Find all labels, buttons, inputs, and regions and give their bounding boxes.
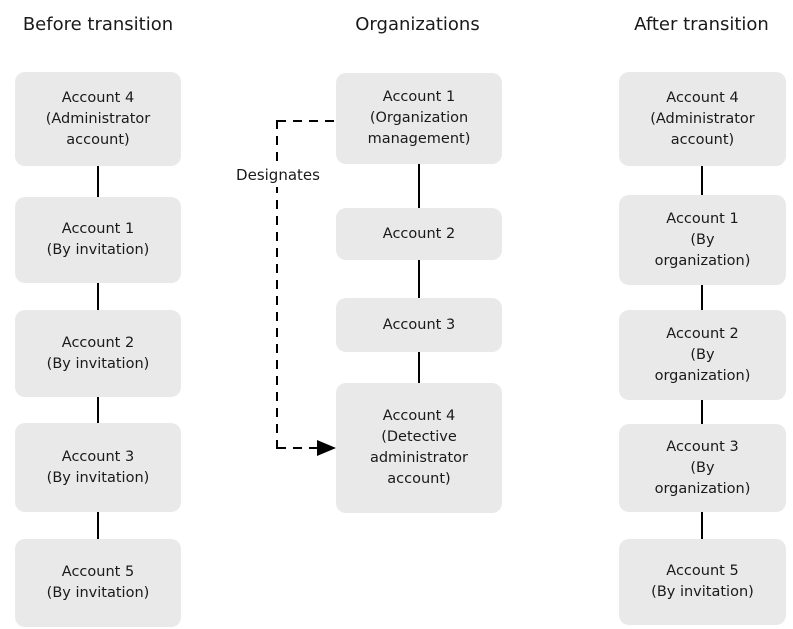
node-org-account-2: Account 2 bbox=[336, 208, 502, 260]
column-title-before-transition: Before transition bbox=[22, 14, 174, 35]
connector-line bbox=[97, 512, 99, 539]
column-title-after-transition: After transition bbox=[634, 14, 769, 35]
node-before-account-1: Account 1 (By invitation) bbox=[15, 197, 181, 283]
node-after-account-5: Account 5 (By invitation) bbox=[619, 539, 786, 625]
node-after-account-4: Account 4 (Administrator account) bbox=[619, 72, 786, 166]
connector-line bbox=[418, 260, 420, 298]
arrowhead-icon bbox=[317, 440, 336, 456]
connector-line bbox=[701, 285, 703, 310]
column-title-organizations: Organizations bbox=[355, 14, 480, 35]
connector-line bbox=[701, 166, 703, 195]
connector-line bbox=[97, 166, 99, 197]
connector-line bbox=[97, 283, 99, 310]
connector-line bbox=[701, 512, 703, 539]
connector-line bbox=[418, 164, 420, 208]
node-org-account-3: Account 3 bbox=[336, 298, 502, 352]
node-after-account-2: Account 2 (By organization) bbox=[619, 310, 786, 400]
designates-dashed-line-vertical bbox=[276, 120, 278, 449]
node-after-account-3: Account 3 (By organization) bbox=[619, 424, 786, 512]
node-before-account-2: Account 2 (By invitation) bbox=[15, 310, 181, 397]
connector-line bbox=[97, 397, 99, 423]
node-before-account-3: Account 3 (By invitation) bbox=[15, 423, 181, 512]
node-org-account-4: Account 4 (Detective administrator accou… bbox=[336, 383, 502, 513]
node-after-account-1: Account 1 (By organization) bbox=[619, 195, 786, 285]
designates-dashed-line-bottom bbox=[277, 447, 319, 449]
node-org-account-1: Account 1 (Organization management) bbox=[336, 73, 502, 164]
designates-dashed-line-top bbox=[277, 120, 336, 122]
node-before-account-4: Account 4 (Administrator account) bbox=[15, 72, 181, 166]
designates-label: Designates bbox=[224, 163, 332, 187]
connector-line bbox=[701, 400, 703, 424]
node-before-account-5: Account 5 (By invitation) bbox=[15, 539, 181, 627]
connector-line bbox=[418, 352, 420, 383]
